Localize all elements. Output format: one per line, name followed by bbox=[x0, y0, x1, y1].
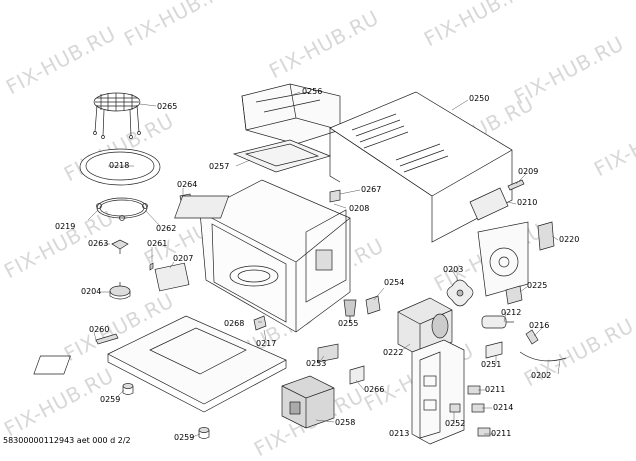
fuse-drawing bbox=[349, 365, 365, 385]
pin-drawing bbox=[507, 179, 525, 191]
roller-ring-drawing bbox=[96, 197, 148, 221]
part-label-0212: 0212 bbox=[501, 308, 522, 317]
part-label-0265: 0265 bbox=[157, 102, 178, 111]
small-clip-drawing bbox=[329, 189, 341, 203]
part-label-0267: 0267 bbox=[361, 185, 382, 194]
part-label-0210: 0210 bbox=[517, 198, 538, 207]
magnetron-drawing bbox=[397, 297, 453, 357]
part-label-0203: 0203 bbox=[443, 265, 464, 274]
grill-rack-drawing bbox=[93, 92, 141, 139]
part-label-0225: 0225 bbox=[527, 281, 548, 290]
part-label-0263: 0263 bbox=[88, 239, 109, 248]
turntable-plate-drawing bbox=[79, 148, 161, 186]
diode-drawing bbox=[525, 329, 539, 345]
label-plate-drawing bbox=[154, 262, 190, 292]
transformer-drawing bbox=[281, 375, 335, 429]
lamp-drawing bbox=[343, 299, 357, 322]
foot-b-drawing bbox=[198, 427, 210, 439]
oven-cavity-drawing bbox=[174, 179, 351, 333]
parts-drawing bbox=[33, 83, 567, 445]
part-label-0260: 0260 bbox=[89, 325, 110, 334]
part-label-0252: 0252 bbox=[445, 419, 466, 428]
part-label-0262: 0262 bbox=[156, 224, 177, 233]
microswitch-c-drawing bbox=[449, 403, 461, 413]
cable-drawing bbox=[519, 351, 567, 362]
drawing-reference-footer: 58300000112943 aet 000 d 2/2 bbox=[3, 436, 131, 445]
microswitch-d-drawing bbox=[477, 427, 491, 437]
latch-bracket-drawing bbox=[469, 187, 509, 221]
bracket-small-drawing bbox=[485, 341, 503, 359]
turntable-motor-drawing bbox=[109, 282, 131, 300]
part-label-0213: 0213 bbox=[389, 429, 410, 438]
fan-bracket-drawing bbox=[477, 221, 555, 297]
control-frame-drawing bbox=[411, 339, 465, 445]
capacitor-drawing bbox=[481, 315, 514, 329]
thermal-cutout-drawing bbox=[365, 295, 381, 315]
part-label-0211a: 0211 bbox=[485, 385, 506, 394]
top-bracket-drawing bbox=[241, 83, 341, 145]
part-label-0251: 0251 bbox=[481, 360, 502, 369]
part-label-0208: 0208 bbox=[349, 204, 370, 213]
part-label-0220: 0220 bbox=[559, 235, 580, 244]
part-label-0256: 0256 bbox=[302, 87, 323, 96]
part-label-0219: 0219 bbox=[55, 222, 76, 231]
coupler-drawing bbox=[111, 239, 129, 254]
rail-drawing bbox=[95, 333, 119, 345]
part-label-0202: 0202 bbox=[531, 371, 552, 380]
part-label-0255: 0255 bbox=[338, 319, 359, 328]
part-label-0211b: 0211 bbox=[491, 429, 512, 438]
base-plate-drawing bbox=[33, 315, 287, 413]
part-label-0250: 0250 bbox=[469, 94, 490, 103]
hinge-drawing bbox=[253, 315, 267, 331]
waveguide-cover-drawing bbox=[232, 139, 332, 173]
part-label-0264: 0264 bbox=[177, 180, 198, 189]
part-label-0214: 0214 bbox=[493, 403, 514, 412]
foot-a-drawing bbox=[122, 383, 134, 395]
guide-drawing bbox=[505, 285, 523, 305]
part-label-0253: 0253 bbox=[306, 359, 327, 368]
part-label-0218: 0218 bbox=[109, 161, 130, 170]
clip-drawing bbox=[149, 262, 154, 271]
part-label-0209: 0209 bbox=[518, 167, 539, 176]
part-label-0207: 0207 bbox=[173, 254, 194, 263]
fan-blade-drawing bbox=[446, 279, 474, 307]
part-label-0261: 0261 bbox=[147, 239, 168, 248]
part-label-0258: 0258 bbox=[335, 418, 356, 427]
leader-lines bbox=[87, 91, 561, 439]
part-label-0216: 0216 bbox=[529, 321, 550, 330]
part-label-0257: 0257 bbox=[209, 162, 230, 171]
part-label-0259b: 0259 bbox=[174, 433, 195, 442]
part-label-0254: 0254 bbox=[384, 278, 405, 287]
part-label-0266: 0266 bbox=[364, 385, 385, 394]
part-label-0217: 0217 bbox=[256, 339, 277, 348]
part-label-0222: 0222 bbox=[383, 348, 404, 357]
part-label-0259a: 0259 bbox=[100, 395, 121, 404]
part-label-0204: 0204 bbox=[81, 287, 102, 296]
part-label-0268: 0268 bbox=[224, 319, 245, 328]
outer-casing-drawing bbox=[329, 91, 513, 243]
